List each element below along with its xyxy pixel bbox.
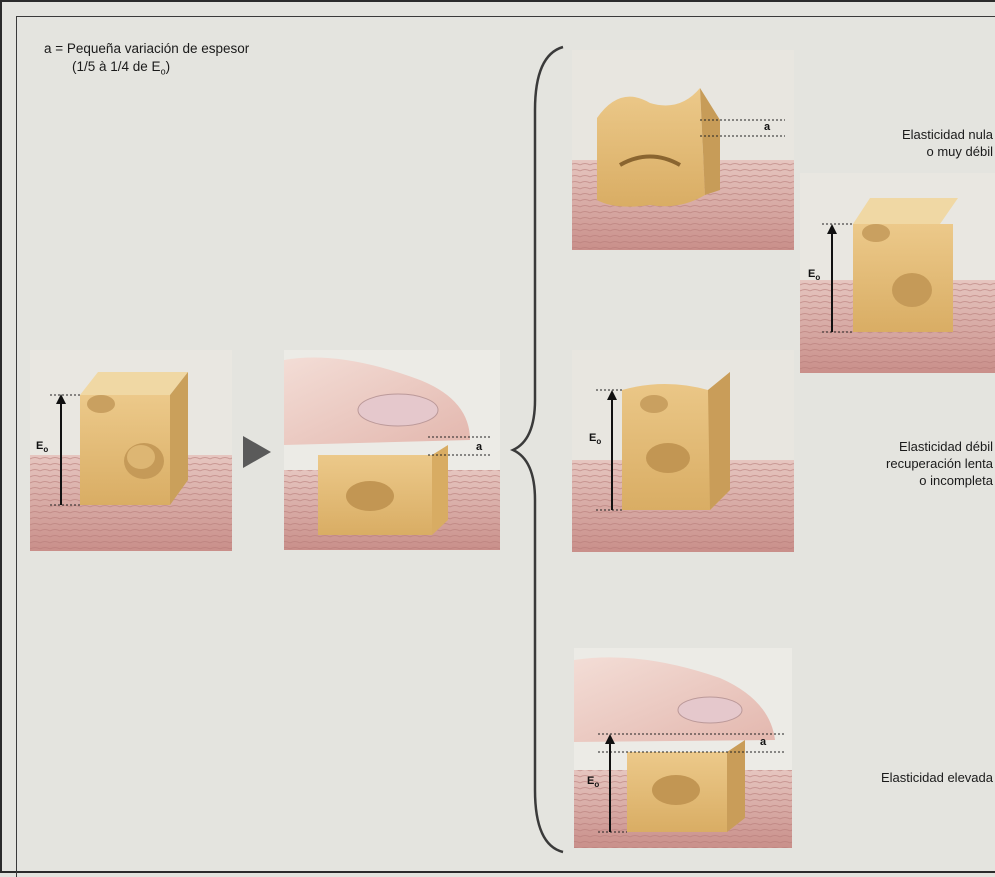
panel-initial-cube (30, 350, 232, 551)
panel-pressing (284, 350, 500, 550)
outcome-null-note: Elasticidad nula o muy débil (813, 126, 993, 160)
thickness-label-reference: Eo (808, 268, 820, 282)
variation-label-bottom: a (760, 736, 766, 748)
variation-label-top: a (764, 121, 770, 133)
panel-outcome-null (572, 50, 794, 250)
brace (513, 47, 563, 852)
outcome-high-line-1: Elasticidad elevada (813, 769, 993, 786)
outcome-weak-line-3: o incompleta (813, 472, 993, 489)
thickness-label-initial: Eo (36, 440, 48, 454)
outcome-null-line-2: o muy débil (813, 143, 993, 160)
panel-outcome-weak (572, 350, 794, 552)
outcome-high-note: Elasticidad elevada (813, 769, 993, 786)
outcome-weak-line-2: recuperación lenta (813, 455, 993, 472)
outcome-weak-note: Elasticidad débil recuperación lenta o i… (813, 438, 993, 489)
outcome-weak-line-1: Elasticidad débil (813, 438, 993, 455)
thickness-label-middle: Eo (589, 432, 601, 446)
arrow-right-icon (243, 436, 271, 468)
outcome-null-line-1: Elasticidad nula (813, 126, 993, 143)
variation-label-pressing: a (476, 441, 482, 453)
panel-reference-cube (800, 173, 995, 373)
panel-outcome-high (574, 648, 792, 848)
thickness-label-bottom: Eo (587, 775, 599, 789)
